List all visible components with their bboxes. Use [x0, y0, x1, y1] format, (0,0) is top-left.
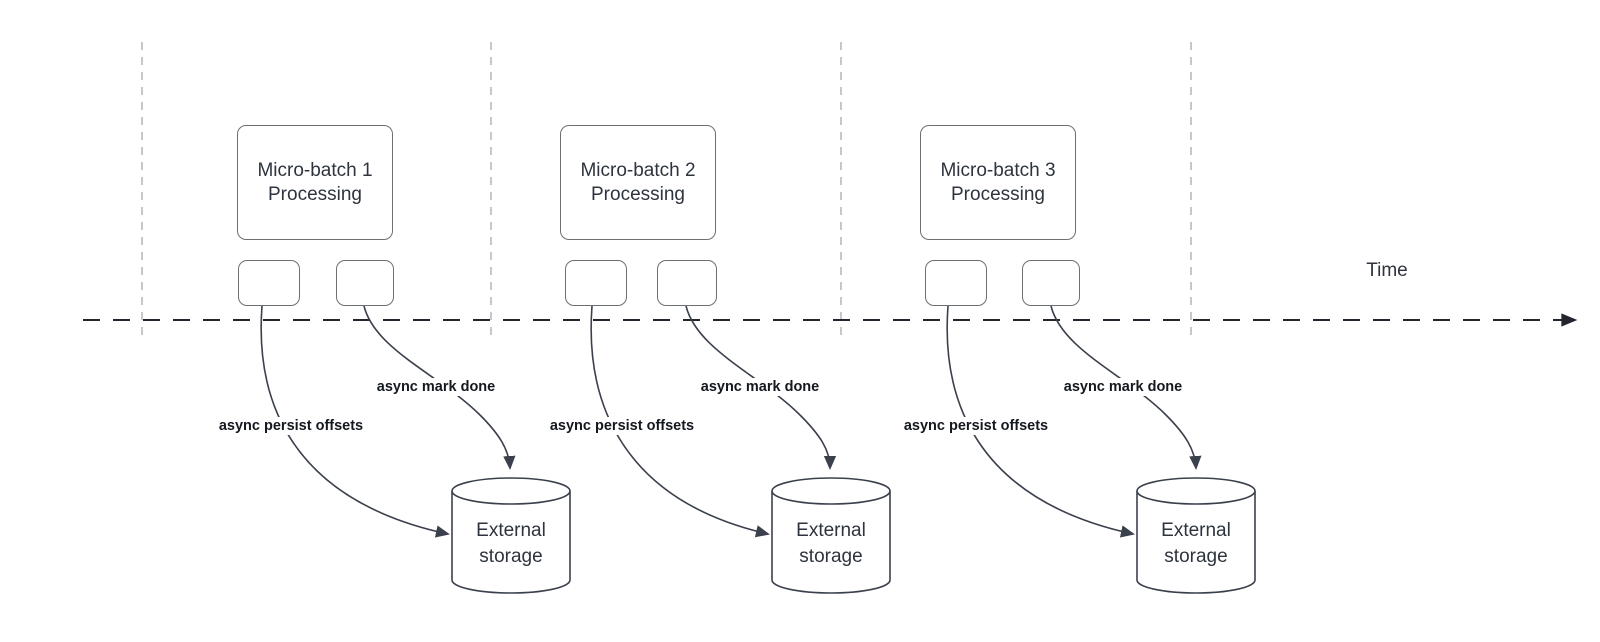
mark-done-task-box-1 [336, 260, 394, 306]
external-storage-cylinder-1 [451, 477, 571, 594]
persist-offsets-label-3: async persist offsets [900, 417, 1052, 435]
external-storage-label-2: External storage [796, 520, 866, 567]
micro-batch-3-box: Micro-batch 3 Processing [920, 125, 1076, 240]
persist-task-box-2 [565, 260, 627, 306]
mark-done-arrow-3 [1050, 305, 1202, 470]
persist-task-box-1 [238, 260, 300, 306]
external-storage-cylinder-2 [771, 477, 891, 594]
mark-done-label-2: async mark done [697, 378, 823, 396]
mark-done-label-3: async mark done [1060, 378, 1186, 396]
mark-done-task-box-2 [657, 260, 717, 306]
micro-batch-3-subtitle: Processing [951, 183, 1045, 205]
micro-batch-1-box: Micro-batch 1 Processing [237, 125, 393, 240]
persist-offsets-arrow-1 [260, 305, 450, 538]
persist-offsets-label-2: async persist offsets [546, 417, 698, 435]
micro-batch-3-title: Micro-batch 3 [940, 159, 1056, 181]
external-storage-label-1: External storage [476, 520, 546, 567]
external-storage-cylinder-3 [1136, 477, 1256, 594]
mark-done-arrow-1 [363, 305, 516, 470]
time-axis-label: Time [1366, 260, 1408, 281]
micro-batch-2-title: Micro-batch 2 [580, 159, 696, 181]
micro-batch-1-subtitle: Processing [268, 183, 362, 205]
persist-task-box-3 [925, 260, 987, 306]
mark-done-label-1: async mark done [373, 378, 499, 396]
mark-done-arrow-2 [685, 305, 837, 470]
micro-batch-2-subtitle: Processing [591, 183, 685, 205]
mark-done-task-box-3 [1022, 260, 1080, 306]
persist-offsets-arrow-3 [946, 305, 1135, 538]
external-storage-label-3: External storage [1161, 520, 1231, 567]
micro-batch-2-box: Micro-batch 2 Processing [560, 125, 716, 240]
persist-offsets-arrow-2 [590, 305, 770, 538]
micro-batch-1-title: Micro-batch 1 [257, 159, 373, 181]
persist-offsets-label-1: async persist offsets [215, 417, 367, 435]
